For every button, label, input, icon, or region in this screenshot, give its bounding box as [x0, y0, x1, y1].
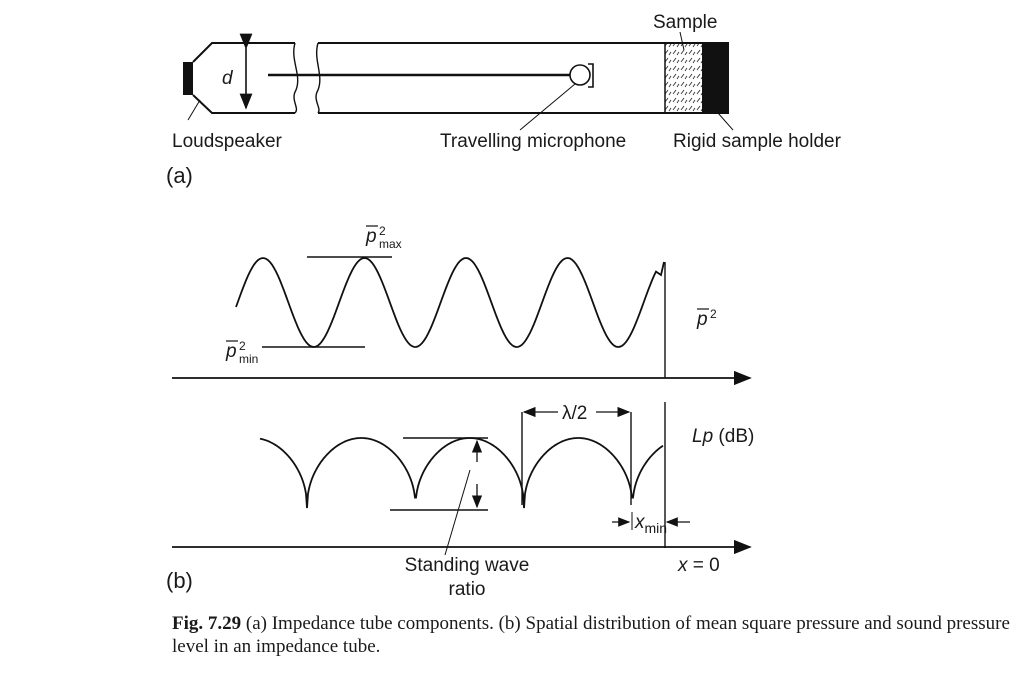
microphone-label: Travelling microphone	[440, 131, 626, 152]
pmax-label: p 2 max	[365, 224, 402, 251]
sample	[664, 42, 704, 114]
svg-text:2: 2	[239, 339, 246, 353]
impedance-tube	[183, 33, 734, 131]
svg-text:p: p	[365, 226, 377, 247]
loudspeaker-body	[183, 62, 193, 95]
sound-pressure-level-curve	[259, 437, 664, 509]
rigid-sample-holder	[702, 42, 729, 114]
caption-text: (a) Impedance tube components. (b) Spati…	[172, 613, 1010, 657]
swr-label-line2: ratio	[449, 579, 486, 600]
svg-text:2: 2	[710, 307, 717, 321]
sample-label: Sample	[653, 12, 717, 33]
figure-caption: Fig. 7.29 (a) Impedance tube components.…	[172, 612, 1012, 658]
tube-break-left	[293, 42, 299, 114]
pmin-label: p 2 min	[225, 339, 258, 366]
diameter-label: d	[222, 68, 234, 89]
p-squared-axis-label: p 2	[696, 307, 717, 330]
svg-text:min: min	[239, 352, 258, 366]
tube-right-section	[318, 42, 728, 114]
microphone-icon	[569, 64, 591, 86]
svg-text:2: 2	[379, 224, 386, 238]
svg-text:p: p	[696, 309, 708, 330]
svg-text:p: p	[225, 341, 237, 362]
half-wavelength-label: λ/2	[562, 403, 587, 424]
lp-axis-label: Lp (dB)	[692, 426, 754, 447]
panel-b-label: (b)	[166, 568, 193, 593]
figure-number: Fig. 7.29	[172, 613, 242, 634]
svg-text:max: max	[379, 237, 402, 251]
loudspeaker-label: Loudspeaker	[172, 131, 283, 152]
x-min-label: xmin	[634, 512, 667, 536]
x-zero-label: x = 0	[677, 555, 720, 576]
holder-label: Rigid sample holder	[673, 131, 842, 152]
tube-break-right	[315, 42, 321, 114]
panel-a-label: (a)	[166, 163, 193, 188]
mean-square-pressure-curve	[235, 257, 665, 348]
tube-left-section	[192, 42, 295, 114]
swr-label-line1: Standing wave	[405, 555, 530, 576]
